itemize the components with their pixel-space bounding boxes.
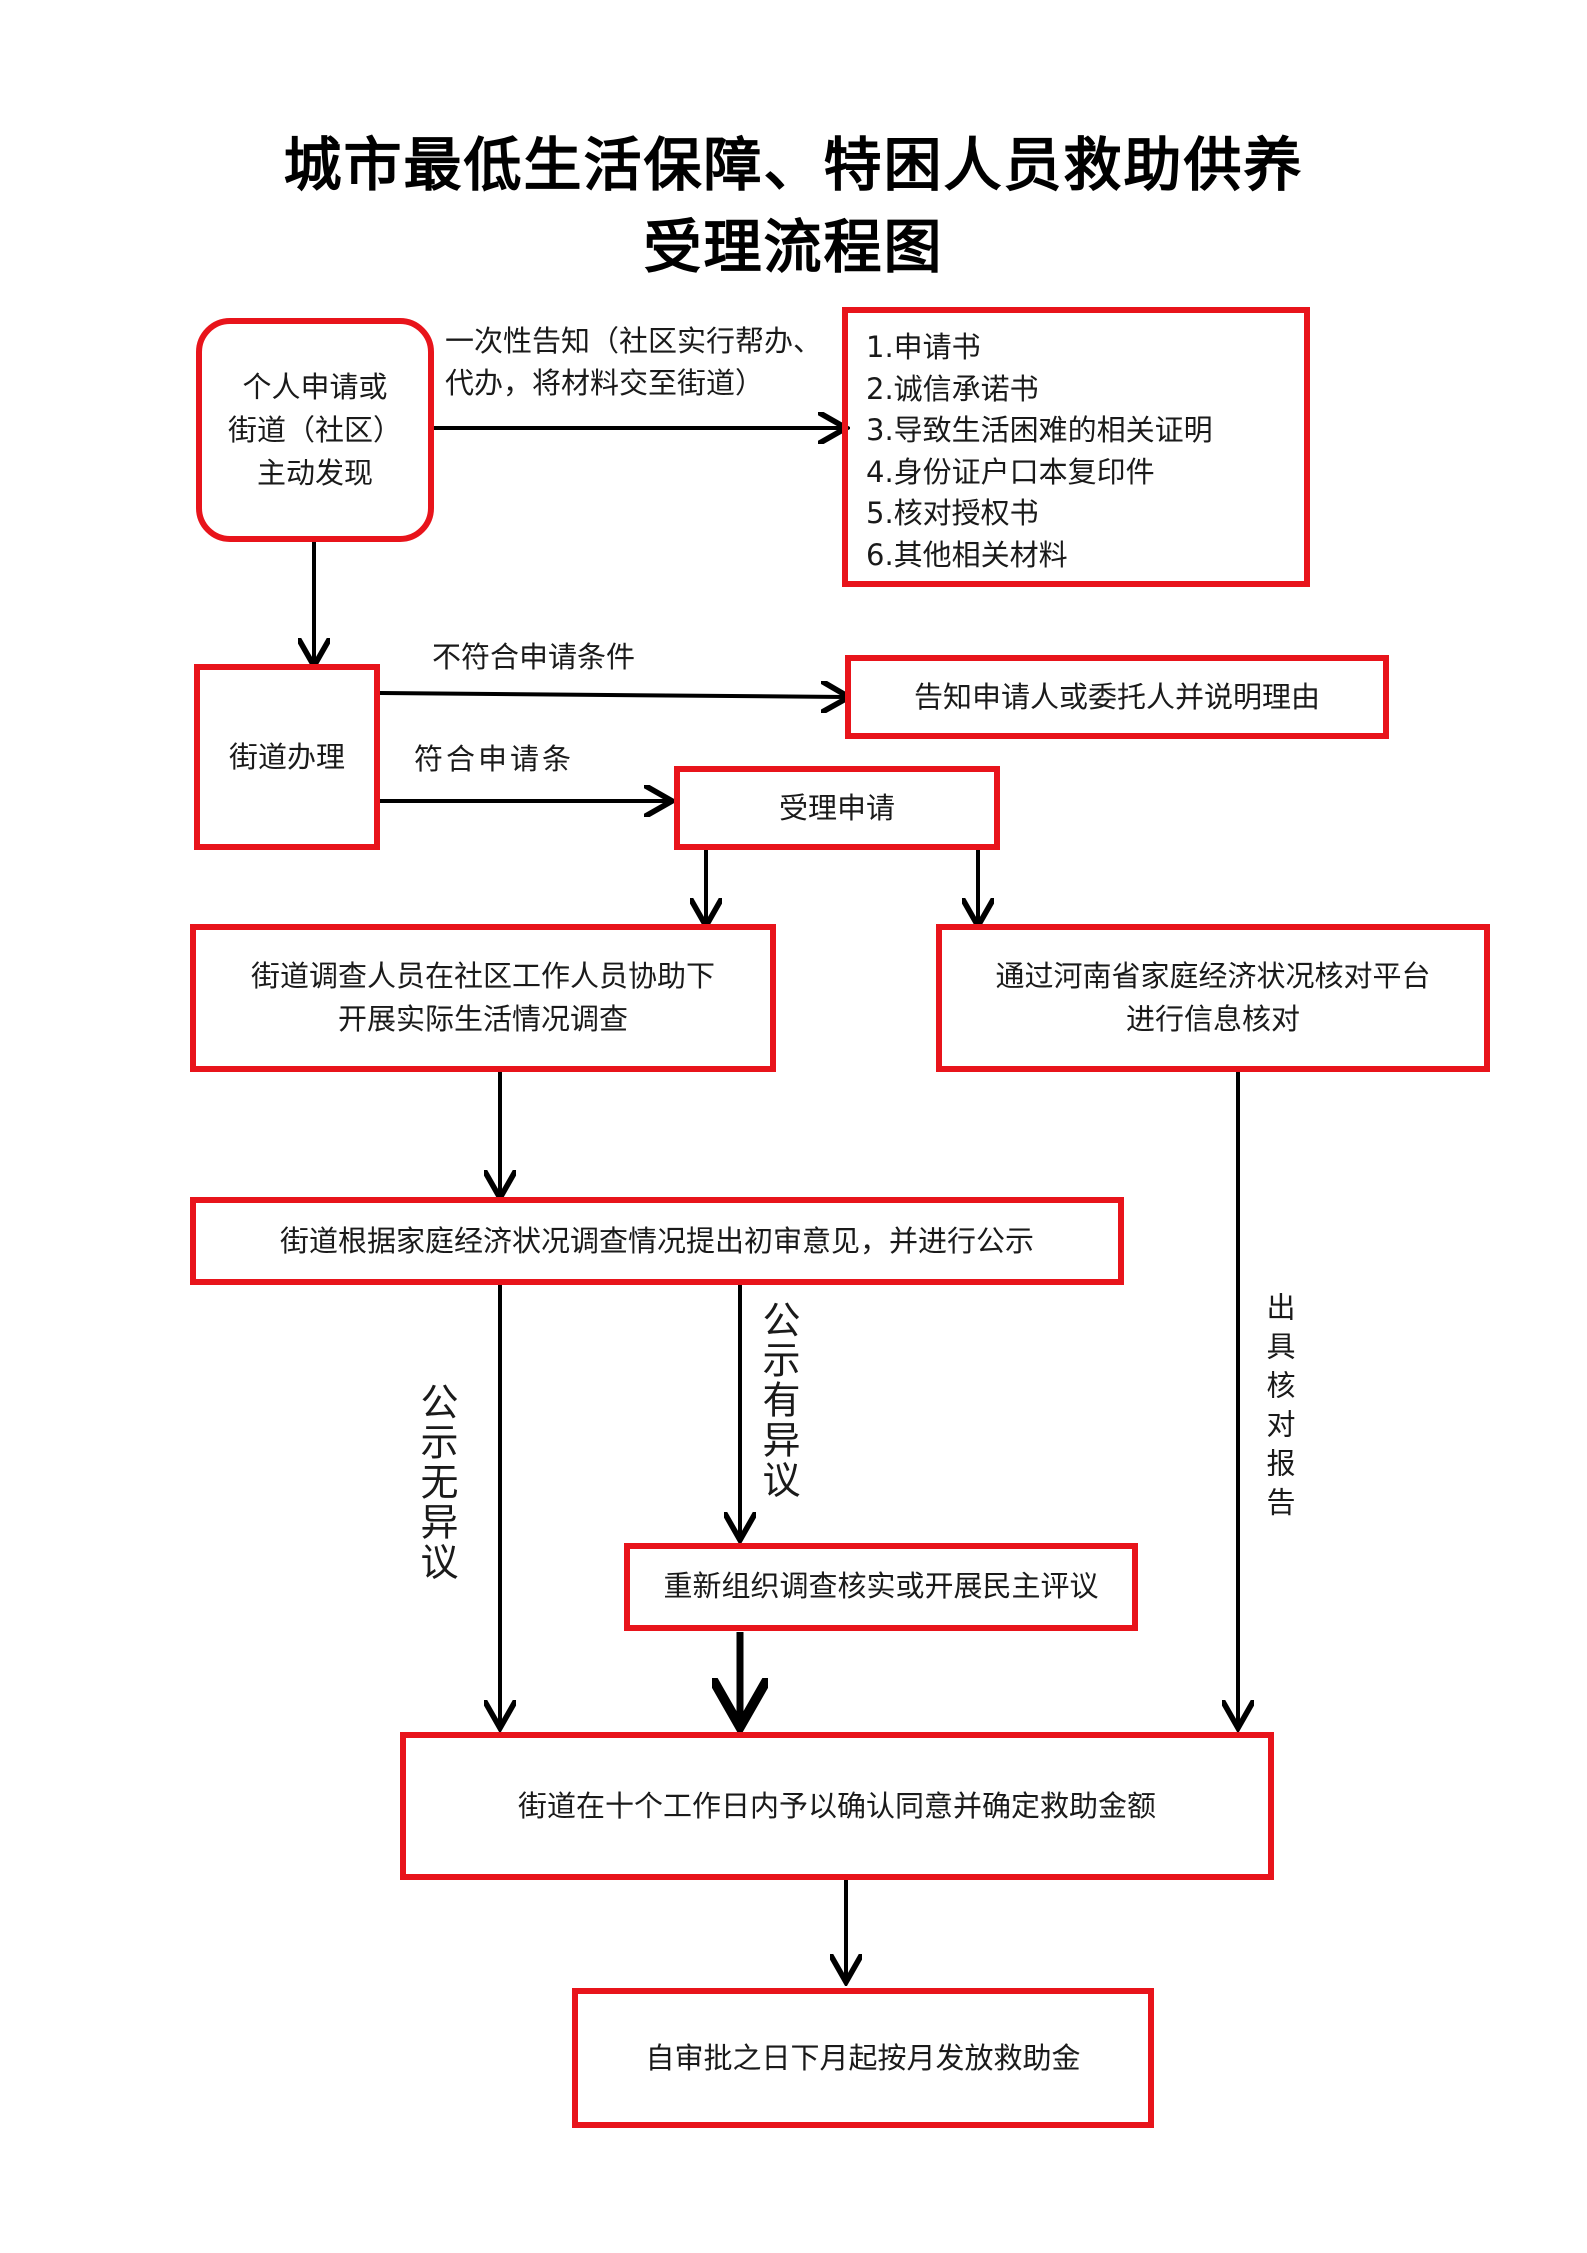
reinvestigate-text: 重新组织调查核实或开展民主评议: [663, 1569, 1099, 1603]
label-no-objection: 公示无异议: [414, 1382, 458, 1582]
material-item: 1.申请书: [866, 330, 981, 364]
node-reinvestigate: 重新组织调查核实或开展民主评议: [624, 1543, 1138, 1631]
label-issue-report: 出具核对报告: [1262, 1292, 1296, 1526]
node-apply: 个人申请或 街道（社区） 主动发现: [196, 318, 434, 542]
material-item: 2.诚信承诺书: [866, 371, 1039, 406]
node-initial-review: 街道根据家庭经济状况调查情况提出初审意见，并进行公示: [190, 1197, 1124, 1285]
node-materials: 1.申请书 2.诚信承诺书 3.导致生活困难的相关证明 4.身份证户口本复印件 …: [842, 307, 1310, 587]
node-confirm: 街道在十个工作日内予以确认同意并确定救助金额: [400, 1732, 1274, 1880]
material-item: 5.核对授权书: [866, 496, 1039, 530]
diagram-title-line2: 受理流程图: [643, 213, 944, 281]
label-notify-once: 一次性告知（社区实行帮办、 代办，将材料交至街道）: [445, 324, 823, 400]
node-notify-reason: 告知申请人或委托人并说明理由: [845, 655, 1389, 739]
label-has-objection: 公示有异议: [756, 1300, 800, 1500]
node-verify-platform: 通过河南省家庭经济状况核对平台 进行信息核对: [936, 924, 1490, 1072]
label-eligible: 符合申请条: [414, 742, 575, 776]
material-item: 3.导致生活困难的相关证明: [866, 413, 1213, 447]
node-street-handle: 街道办理: [194, 664, 380, 850]
material-item: 6.其他相关材料: [866, 537, 1068, 572]
node-accept: 受理申请: [674, 766, 1000, 850]
node-investigate: 街道调查人员在社区工作人员协助下 开展实际生活情况调查: [190, 924, 776, 1072]
label-not-eligible: 不符合申请条件: [432, 640, 636, 674]
material-item: 4.身份证户口本复印件: [866, 454, 1155, 489]
node-payout: 自审批之日下月起按月发放救助金: [572, 1988, 1154, 2128]
diagram-title-line1: 城市最低生活保障、特困人员救助供养: [283, 131, 1304, 199]
arrow-street-to-notify: [374, 693, 845, 697]
